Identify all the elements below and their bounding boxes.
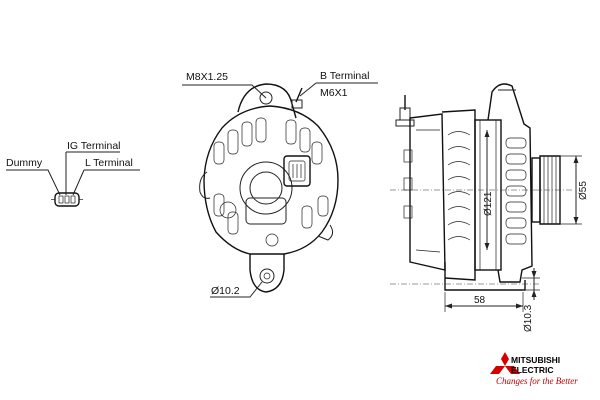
ig-terminal-label: IG Terminal [67, 140, 121, 152]
m6-thread-label: M6X1 [320, 87, 348, 99]
connector-plug [51, 192, 83, 207]
front-view-leaders [182, 82, 378, 298]
mitsubishi-logo: MITSUBISHI ELECTRIC Changes for the Bett… [490, 352, 578, 386]
side-cooling-fins [447, 131, 471, 241]
dim-10-3-label: Ø10.3 [523, 304, 534, 332]
dim-55-label: Ø55 [578, 181, 589, 200]
dim-58-label: 58 [474, 295, 486, 306]
side-view [395, 83, 561, 291]
connector-leaders [6, 151, 140, 196]
mount-hole-diameter-label: Ø10.2 [211, 285, 240, 297]
dim-121-label: Ø121 [483, 191, 494, 216]
front-vent-slots [213, 117, 329, 235]
front-view [199, 83, 339, 293]
brand-name-line1: MITSUBISHI [511, 355, 560, 365]
dim-58 [444, 292, 524, 312]
m8-thread-label: M8X1.25 [186, 71, 228, 83]
dummy-label: Dummy [6, 157, 43, 169]
brand-tagline: Changes for the Better [496, 376, 578, 386]
dim-121 [484, 130, 490, 250]
brand-name-line2: ELECTRIC [511, 365, 554, 375]
dim-55 [560, 155, 582, 225]
three-diamonds-icon [490, 352, 520, 374]
dim-10-3 [522, 268, 540, 300]
b-terminal-label: B Terminal [320, 70, 369, 82]
l-terminal-label: L Terminal [85, 157, 133, 169]
front-housing-fins [505, 137, 527, 245]
